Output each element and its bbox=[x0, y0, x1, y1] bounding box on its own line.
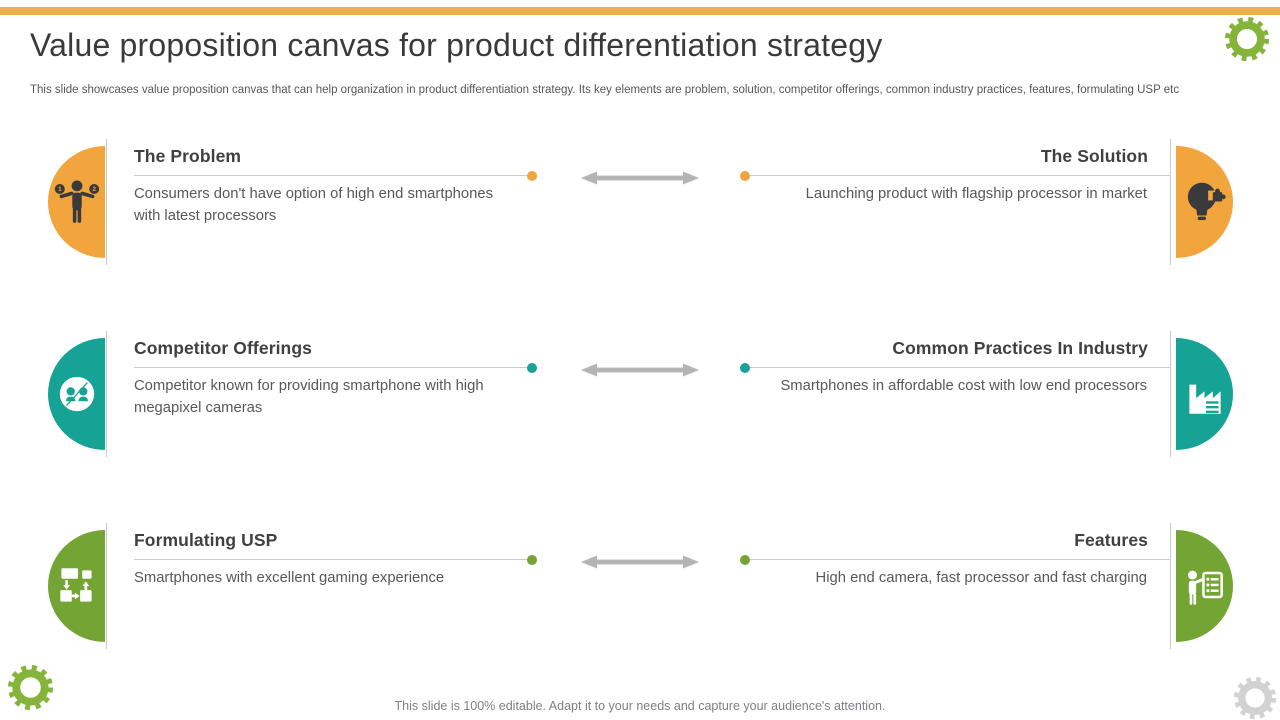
connector-dot bbox=[527, 362, 537, 373]
editable-note: This slide is 100% editable. Adapt it to… bbox=[394, 699, 886, 713]
left-divider-line bbox=[106, 331, 107, 457]
double-arrow-icon bbox=[581, 171, 699, 185]
section-title-features: Features bbox=[1074, 530, 1148, 550]
section-title-solution: The Solution bbox=[1040, 146, 1148, 166]
features-accent-semicircle bbox=[1176, 530, 1233, 642]
right-divider-line bbox=[1170, 331, 1171, 457]
section-body-solution: Launching product with flagship processo… bbox=[805, 186, 1147, 202]
usp-flowchart-icon bbox=[59, 568, 92, 602]
bulb-puzzle-icon bbox=[1187, 182, 1226, 221]
connector-line bbox=[750, 367, 1170, 368]
section-title-competitor: Competitor Offerings bbox=[134, 338, 312, 358]
svg-text:1: 1 bbox=[58, 186, 62, 193]
section-title-practices: Common Practices In Industry bbox=[892, 338, 1148, 358]
section-body-competitor: Competitor known for providing smartphon… bbox=[134, 378, 484, 416]
connector-line bbox=[134, 559, 527, 560]
double-arrow-icon bbox=[581, 555, 699, 569]
gear-icon bbox=[1233, 676, 1277, 720]
section-body-problem: Consumers don't have option of high end … bbox=[134, 186, 493, 224]
row-usp-features: Formulating USP Smartphones with excelle… bbox=[0, 523, 1280, 649]
right-divider-line bbox=[1170, 139, 1171, 265]
double-arrow-icon bbox=[581, 363, 699, 377]
row-competitor-practices: Competitor Offerings Competitor known fo… bbox=[0, 331, 1280, 457]
presenter-board-icon bbox=[1187, 570, 1223, 605]
section-title-usp: Formulating USP bbox=[134, 530, 278, 550]
section-body-practices: Smartphones in affordable cost with low … bbox=[780, 378, 1147, 394]
competitor-accent-semicircle bbox=[48, 338, 105, 450]
connector-line bbox=[750, 175, 1170, 176]
solution-accent-semicircle bbox=[1176, 146, 1233, 258]
problem-accent-semicircle: 1 2 bbox=[48, 146, 105, 258]
row-problem-solution: 1 2 The Problem Consumers don't have opt… bbox=[0, 139, 1280, 265]
top-accent-bar bbox=[0, 7, 1280, 15]
connector-line bbox=[134, 367, 527, 368]
factory-icon bbox=[1188, 384, 1221, 414]
gear-icon bbox=[7, 664, 54, 711]
page-subtitle: This slide showcases value proposition c… bbox=[30, 84, 1180, 96]
connector-dot bbox=[740, 362, 750, 373]
page-title: Value proposition canvas for product dif… bbox=[30, 27, 883, 63]
connector-dot bbox=[527, 554, 537, 565]
section-body-usp: Smartphones with excellent gaming experi… bbox=[134, 570, 445, 586]
competitor-heads-icon bbox=[59, 376, 94, 412]
connector-dot bbox=[740, 554, 750, 565]
gear-icon bbox=[1224, 16, 1270, 62]
svg-text:2: 2 bbox=[92, 186, 96, 193]
connector-dot bbox=[527, 170, 537, 181]
left-divider-line bbox=[106, 523, 107, 649]
usp-accent-semicircle bbox=[48, 530, 105, 642]
balance-person-icon: 1 2 bbox=[54, 180, 99, 223]
section-title-problem: The Problem bbox=[134, 146, 242, 166]
connector-dot bbox=[740, 170, 750, 181]
practices-accent-semicircle bbox=[1176, 338, 1233, 450]
left-divider-line bbox=[106, 139, 107, 265]
connector-line bbox=[134, 175, 527, 176]
connector-line bbox=[750, 559, 1170, 560]
right-divider-line bbox=[1170, 523, 1171, 649]
section-body-features: High end camera, fast processor and fast… bbox=[815, 570, 1147, 586]
